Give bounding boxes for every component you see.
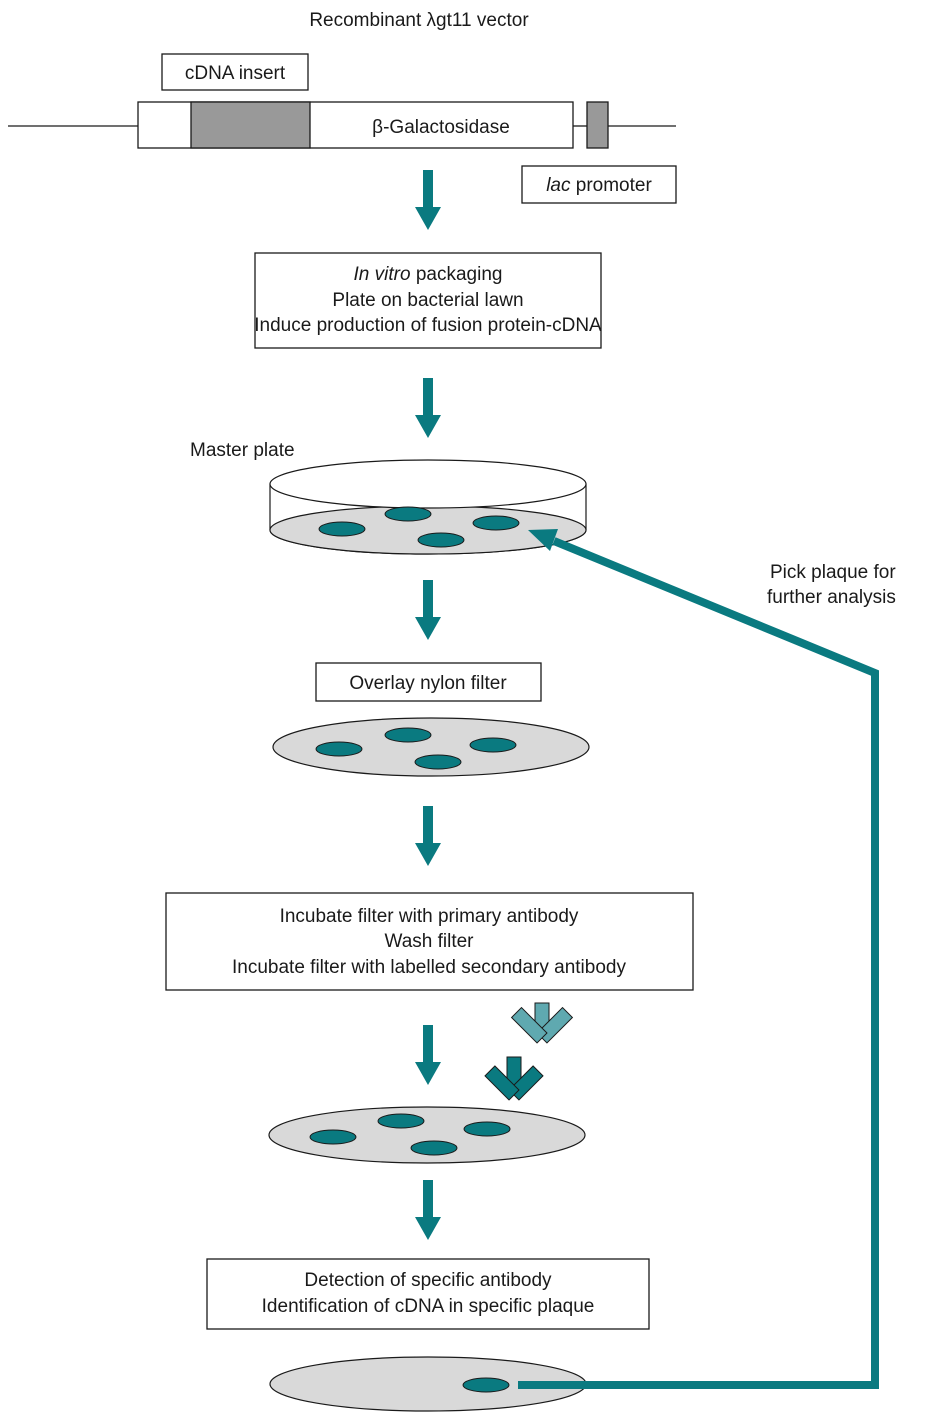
lac-promoter-segment xyxy=(586,101,609,149)
secondary-antibody-icon xyxy=(510,1002,574,1044)
pick-plaque-feedback-arrow xyxy=(518,529,879,1389)
master-plate-plaque xyxy=(318,521,366,537)
down-arrow-5 xyxy=(415,1025,441,1085)
probed-filter xyxy=(268,1106,586,1164)
overlay-filter-box xyxy=(315,662,542,702)
packaging-step-line2: Plate on bacterial lawn xyxy=(332,290,523,311)
lac-promoter-label-box xyxy=(521,165,677,204)
probed-plaque xyxy=(463,1121,511,1137)
cdna-insert-label: cDNA insert xyxy=(185,63,286,84)
antibody-step-line2: Wash filter xyxy=(384,931,474,952)
nylon-filter xyxy=(272,717,590,777)
master-plate-rim xyxy=(269,459,587,509)
probed-plaque xyxy=(377,1113,425,1129)
master-plate xyxy=(269,459,587,555)
identified-plaque xyxy=(462,1377,510,1393)
down-arrow-4 xyxy=(415,806,441,866)
probed-filter-disc xyxy=(268,1106,586,1164)
pick-plaque-label-line1: Pick plaque for xyxy=(770,562,896,583)
overlay-filter-label: Overlay nylon filter xyxy=(349,673,507,694)
filter-plaque xyxy=(414,754,462,770)
detection-step-line2: Identification of cDNA in specific plaqu… xyxy=(262,1296,595,1317)
master-plate-plaque xyxy=(472,515,520,531)
filter-plaque xyxy=(384,727,432,743)
filter-plaque xyxy=(469,737,517,753)
down-arrow-3 xyxy=(415,580,441,640)
antibody-step-line1: Incubate filter with primary antibody xyxy=(280,906,579,927)
down-arrow-1 xyxy=(415,170,441,230)
master-plate-plaque xyxy=(384,506,432,522)
filter-plaque xyxy=(315,741,363,757)
master-plate-plaque xyxy=(417,532,465,548)
feedback-line xyxy=(518,537,879,1389)
primary-antibody-icon xyxy=(484,1056,544,1101)
final-plate xyxy=(269,1356,587,1412)
vector-construct: β-Galactosidase xyxy=(8,101,676,149)
down-arrow-2 xyxy=(415,378,441,438)
feedback-arrowhead xyxy=(528,529,558,551)
packaging-step-line3: Induce production of fusion protein-cDNA xyxy=(254,315,602,336)
lac-promoter-label: lac promoter xyxy=(546,175,652,196)
antibody-step-line3: Incubate filter with labelled secondary … xyxy=(232,957,626,978)
cdna-insert-label-box xyxy=(161,53,309,91)
probed-plaque xyxy=(410,1140,458,1156)
detection-step-line1: Detection of specific antibody xyxy=(304,1270,552,1291)
detection-step-box xyxy=(206,1258,650,1330)
master-plate-label: Master plate xyxy=(190,440,295,461)
packaging-step-line1: In vitro packaging xyxy=(354,264,503,285)
nylon-filter-disc xyxy=(272,717,590,777)
probed-plaque xyxy=(309,1129,357,1145)
beta-galactosidase-label: β-Galactosidase xyxy=(372,117,510,138)
down-arrow-6 xyxy=(415,1180,441,1240)
packaging-step-box xyxy=(254,252,602,349)
cdna-insert-segment xyxy=(190,101,311,149)
antibody-incubation-box xyxy=(165,892,694,991)
vector-title: Recombinant λgt11 vector xyxy=(309,10,529,31)
pick-plaque-label-line2: further analysis xyxy=(767,587,896,608)
